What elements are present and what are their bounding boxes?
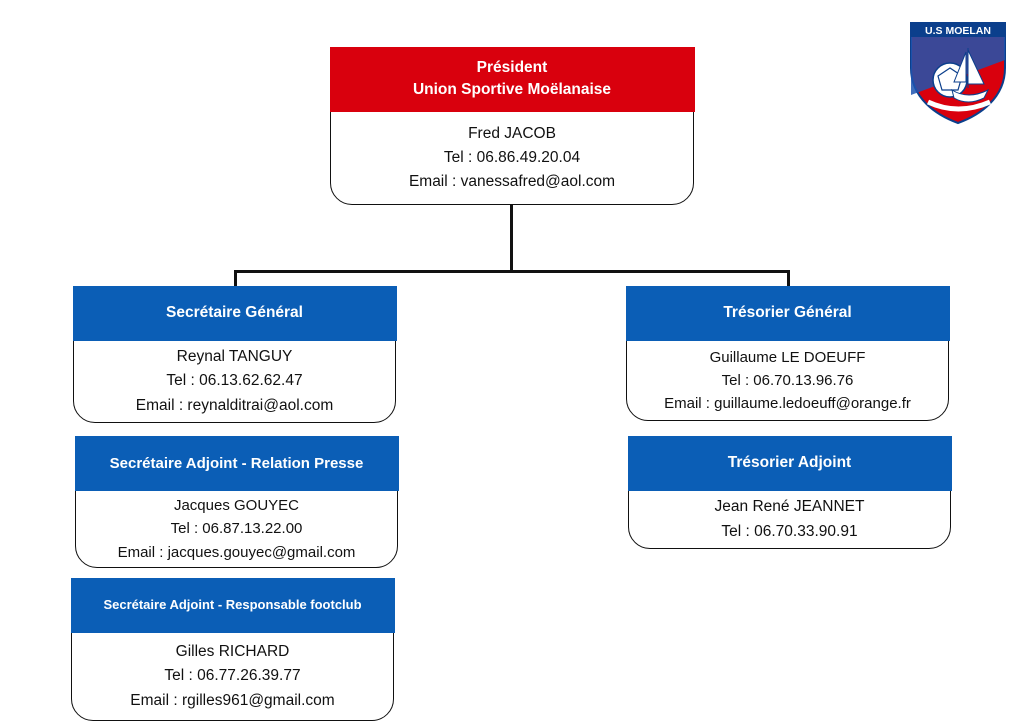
secretaire-adjoint-presse-email: Email : jacques.gouyec@gmail.com — [117, 543, 356, 561]
president-email: Email : vanessafred@aol.com — [408, 173, 616, 190]
secretaire-general-title: Secrétaire Général — [165, 304, 303, 322]
secretaire-adjoint-footclub-card: Secrétaire Adjoint - Responsable footclu… — [70, 577, 395, 721]
secretaire-adjoint-presse-title: Secrétaire Adjoint - Relation Presse — [109, 454, 364, 472]
secretaire-adjoint-presse-header: Secrétaire Adjoint - Relation Presse — [74, 435, 399, 491]
secretaire-adjoint-footclub-email: Email : rgilles961@gmail.com — [130, 691, 335, 709]
connector-left-drop — [234, 270, 237, 288]
tresorier-adjoint-tel: Tel : 06.70.33.90.91 — [721, 522, 858, 540]
president-card: Président Union Sportive Moëlanaise Fred… — [329, 46, 695, 205]
connector-vertical-president — [510, 204, 513, 272]
tresorier-general-card: Trésorier Général Guillaume LE DOEUFF Te… — [625, 285, 950, 421]
secretaire-adjoint-footclub-title: Secrétaire Adjoint - Responsable footclu… — [103, 596, 362, 612]
logo-text: U.S MOELAN — [925, 25, 991, 37]
president-title: Président — [476, 59, 548, 77]
secretaire-adjoint-presse-tel: Tel : 06.87.13.22.00 — [170, 520, 303, 538]
tresorier-general-name: Guillaume LE DOEUFF — [709, 348, 866, 366]
tresorier-general-title: Trésorier Général — [723, 304, 852, 322]
tresorier-adjoint-name: Jean René JEANNET — [714, 498, 865, 516]
tresorier-general-body: Guillaume LE DOEUFF Tel : 06.70.13.96.76… — [627, 341, 948, 420]
connector-horizontal — [234, 270, 790, 273]
secretaire-adjoint-presse-name: Jacques GOUYEC — [173, 497, 300, 515]
secretaire-general-card: Secrétaire Général Reynal TANGUY Tel : 0… — [72, 285, 397, 423]
president-subtitle: Union Sportive Moëlanaise — [412, 81, 612, 98]
secretaire-general-tel: Tel : 06.13.62.62.47 — [166, 372, 303, 390]
secretaire-adjoint-presse-card: Secrétaire Adjoint - Relation Presse Jac… — [74, 435, 399, 568]
tresorier-general-tel: Tel : 06.70.13.96.76 — [721, 371, 854, 389]
secretaire-adjoint-presse-body: Jacques GOUYEC Tel : 06.87.13.22.00 Emai… — [76, 491, 397, 567]
secretaire-adjoint-footclub-tel: Tel : 06.77.26.39.77 — [164, 667, 301, 685]
tresorier-adjoint-card: Trésorier Adjoint Jean René JEANNET Tel … — [627, 435, 952, 549]
secretaire-general-body: Reynal TANGUY Tel : 06.13.62.62.47 Email… — [74, 341, 395, 422]
secretaire-adjoint-footclub-header: Secrétaire Adjoint - Responsable footclu… — [70, 577, 395, 633]
tresorier-general-email: Email : guillaume.ledoeuff@orange.fr — [664, 395, 911, 413]
connector-right-drop — [787, 270, 790, 288]
secretaire-general-header: Secrétaire Général — [72, 285, 397, 341]
secretaire-adjoint-footclub-body: Gilles RICHARD Tel : 06.77.26.39.77 Emai… — [72, 633, 393, 720]
secretaire-general-name: Reynal TANGUY — [176, 348, 293, 366]
president-tel: Tel : 06.86.49.20.04 — [443, 148, 581, 166]
tresorier-general-header: Trésorier Général — [625, 285, 950, 341]
secretaire-general-email: Email : reynalditrai@aol.com — [135, 396, 334, 414]
president-header: Président Union Sportive Moëlanaise — [329, 46, 695, 112]
secretaire-adjoint-footclub-name: Gilles RICHARD — [175, 643, 290, 661]
president-body: Fred JACOB Tel : 06.86.49.20.04 Email : … — [331, 112, 693, 204]
tresorier-adjoint-header: Trésorier Adjoint — [627, 435, 952, 491]
club-crest-shield-icon: U.S MOELAN — [910, 22, 1006, 125]
tresorier-adjoint-body: Jean René JEANNET Tel : 06.70.33.90.91 — [629, 491, 950, 548]
tresorier-adjoint-title: Trésorier Adjoint — [727, 454, 852, 472]
president-name: Fred JACOB — [468, 124, 556, 142]
